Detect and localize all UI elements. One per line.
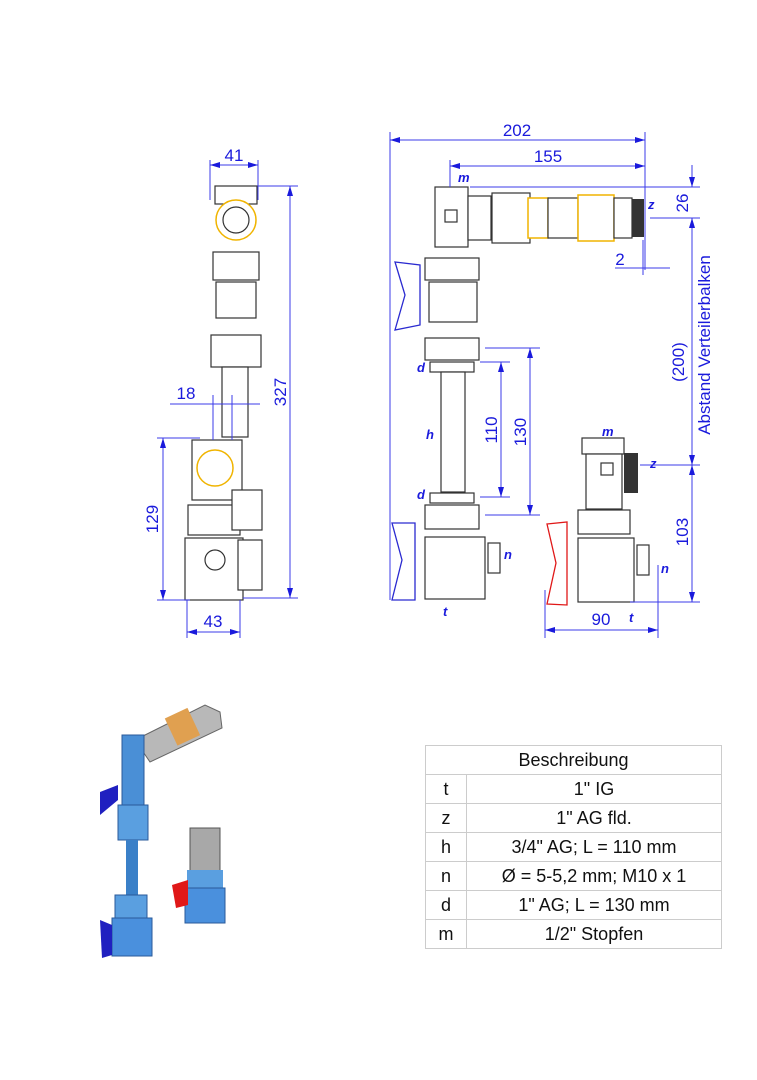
dim-103: 103 bbox=[673, 518, 692, 546]
dim-327: 327 bbox=[271, 378, 290, 406]
dim-200: (200) bbox=[669, 342, 688, 382]
distance-label: Abstand Verteilerbalken bbox=[695, 255, 714, 435]
label-t: t bbox=[629, 610, 634, 625]
dim-18: 18 bbox=[177, 384, 196, 403]
side-view-dimensions: 41 327 18 129 43 bbox=[143, 146, 298, 638]
3d-render bbox=[100, 704, 226, 958]
dim-26: 26 bbox=[673, 194, 692, 213]
dim-130: 130 bbox=[511, 418, 530, 446]
label-m: m bbox=[602, 424, 614, 439]
label-m: m bbox=[458, 170, 470, 185]
label-d: d bbox=[417, 487, 426, 502]
dim-41: 41 bbox=[225, 146, 244, 165]
front-view bbox=[391, 186, 650, 606]
dim-202: 202 bbox=[503, 121, 531, 140]
dim-155: 155 bbox=[534, 147, 562, 166]
dim-90: 90 bbox=[592, 610, 611, 629]
label-n: n bbox=[504, 547, 512, 562]
label-d: d bbox=[417, 360, 426, 375]
label-n: n bbox=[661, 561, 669, 576]
dim-43: 43 bbox=[204, 612, 223, 631]
front-view-labels: m z d h d n t m z n t bbox=[417, 170, 669, 625]
label-h: h bbox=[426, 427, 434, 442]
side-view bbox=[184, 185, 263, 601]
label-z: z bbox=[647, 197, 655, 212]
dim-129: 129 bbox=[143, 505, 162, 533]
front-view-dimensions: 202 155 26 2 (200) Abstand Verteilerbalk… bbox=[389, 121, 714, 638]
label-z: z bbox=[649, 456, 657, 471]
table-header: Beschreibung bbox=[425, 745, 722, 775]
label-t: t bbox=[443, 604, 448, 619]
dim-2: 2 bbox=[615, 250, 624, 269]
dim-110: 110 bbox=[482, 416, 501, 443]
